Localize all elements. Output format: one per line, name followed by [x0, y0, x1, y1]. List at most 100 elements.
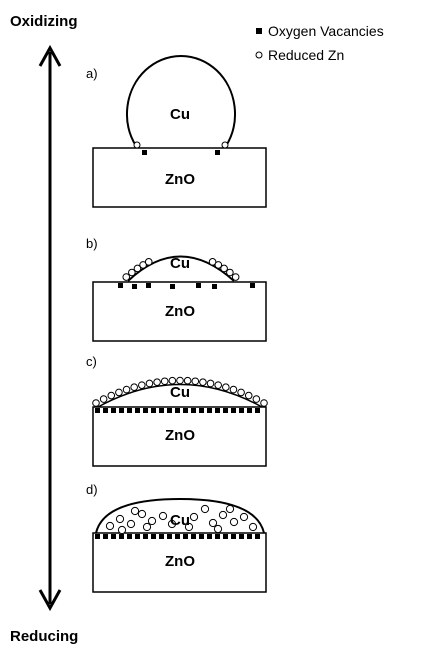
reduced-zn-circle: [146, 380, 153, 387]
oxygen-vacancy-legend-icon: [256, 28, 262, 34]
oxygen-vacancy: [151, 408, 156, 413]
legend-label-reduced-zn: Reduced Zn: [268, 47, 344, 63]
oxygen-vacancy: [231, 408, 236, 413]
reduced-zn-circle: [245, 392, 252, 399]
panel-label: a): [86, 66, 98, 81]
oxygen-vacancy: [167, 534, 172, 539]
reduced-zn-circle: [221, 265, 228, 272]
oxygen-vacancy: [250, 283, 255, 288]
reduced-zn-circle: [222, 142, 228, 148]
legend: Oxygen Vacancies Reduced Zn: [256, 23, 384, 63]
reduced-zn-circle: [139, 382, 146, 389]
reduced-zn-circle: [238, 389, 245, 396]
reducing-label: Reducing: [10, 628, 78, 645]
oxygen-vacancy: [119, 534, 124, 539]
oxygen-vacancy: [207, 408, 212, 413]
reduced-zn-circle: [190, 513, 197, 520]
reduced-zn-circle: [215, 382, 222, 389]
oxygen-vacancy: [223, 408, 228, 413]
oxygen-vacancy-group: [95, 408, 260, 413]
reduced-zn-circle: [192, 378, 199, 385]
oxygen-vacancy: [119, 408, 124, 413]
oxygen-vacancy: [95, 534, 100, 539]
reduced-zn-legend-icon: [256, 52, 262, 58]
oxygen-vacancy: [127, 408, 132, 413]
reduced-zn-circle: [214, 525, 221, 532]
oxygen-vacancy: [111, 534, 116, 539]
oxidizing-label: Oxidizing: [10, 13, 78, 30]
panel-label: b): [86, 236, 98, 251]
panel-label: c): [86, 354, 97, 369]
cu-label: Cu: [170, 106, 190, 123]
oxygen-vacancy: [175, 534, 180, 539]
reduced-zn-circle: [177, 377, 184, 384]
oxygen-vacancy: [207, 534, 212, 539]
panel-b: b) Cu ZnO: [86, 236, 266, 341]
cu-label: Cu: [170, 255, 190, 272]
reduced-zn-circle: [232, 274, 239, 281]
reduced-zn-circle: [154, 379, 161, 386]
oxygen-vacancy: [118, 283, 123, 288]
reduced-zn-circle: [106, 522, 113, 529]
reduced-zn-circle: [138, 510, 145, 517]
oxidizing-reducing-arrow: [40, 48, 60, 608]
zno-label: ZnO: [165, 427, 195, 444]
oxygen-vacancy: [159, 534, 164, 539]
reduced-zn-circle: [116, 515, 123, 522]
oxygen-vacancy: [255, 408, 260, 413]
oxygen-vacancy: [212, 284, 217, 289]
reduced-zn-circle: [223, 384, 230, 391]
reduced-zn-circle: [240, 513, 247, 520]
oxygen-vacancy: [127, 534, 132, 539]
zno-label: ZnO: [165, 171, 195, 188]
oxygen-vacancy: [175, 408, 180, 413]
oxygen-vacancy: [196, 283, 201, 288]
oxygen-vacancy: [135, 408, 140, 413]
reduced-zn-circle: [184, 377, 191, 384]
oxygen-vacancy: [239, 534, 244, 539]
oxygen-vacancy: [191, 534, 196, 539]
reduced-zn-circle: [261, 400, 268, 407]
reduced-zn-circle: [123, 386, 130, 393]
reduced-zn-circle: [230, 386, 237, 393]
oxygen-vacancy: [170, 284, 175, 289]
oxygen-vacancy: [183, 534, 188, 539]
oxygen-vacancy: [143, 534, 148, 539]
oxygen-vacancy: [199, 534, 204, 539]
oxygen-vacancy: [143, 408, 148, 413]
reduced-zn-circle: [200, 379, 207, 386]
oxygen-vacancy: [215, 150, 220, 155]
reduced-zn-circle: [201, 505, 208, 512]
oxygen-vacancy: [247, 408, 252, 413]
oxygen-vacancy: [199, 408, 204, 413]
oxygen-vacancy: [159, 408, 164, 413]
oxygen-vacancy: [103, 534, 108, 539]
reduced-zn-circle: [253, 396, 260, 403]
oxygen-vacancy: [223, 534, 228, 539]
panel-label: d): [86, 482, 98, 497]
reduced-zn-circle: [108, 392, 115, 399]
cu-label: Cu: [170, 512, 190, 529]
cu-label: Cu: [170, 384, 190, 401]
reduced-zn-circle: [159, 512, 166, 519]
oxygen-vacancy: [142, 150, 147, 155]
oxygen-vacancy: [103, 408, 108, 413]
cu-particle: [127, 56, 235, 146]
reduced-zn-circle: [131, 384, 138, 391]
reduced-zn-circle: [100, 396, 107, 403]
oxygen-vacancy: [95, 408, 100, 413]
reduced-zn-circle: [134, 142, 140, 148]
oxygen-vacancy: [215, 408, 220, 413]
reduced-zn-circle: [127, 520, 134, 527]
reduced-zn-circle: [209, 519, 216, 526]
oxygen-vacancy: [151, 534, 156, 539]
reduced-zn-circle: [145, 259, 152, 266]
reduced-zn-circle: [249, 523, 256, 530]
oxygen-vacancy: [183, 408, 188, 413]
oxygen-vacancy: [215, 534, 220, 539]
oxygen-vacancy: [135, 534, 140, 539]
reduced-zn-circle: [219, 511, 226, 518]
reduced-zn-circle: [227, 269, 234, 276]
panel-a: a) Cu ZnO: [86, 56, 266, 207]
